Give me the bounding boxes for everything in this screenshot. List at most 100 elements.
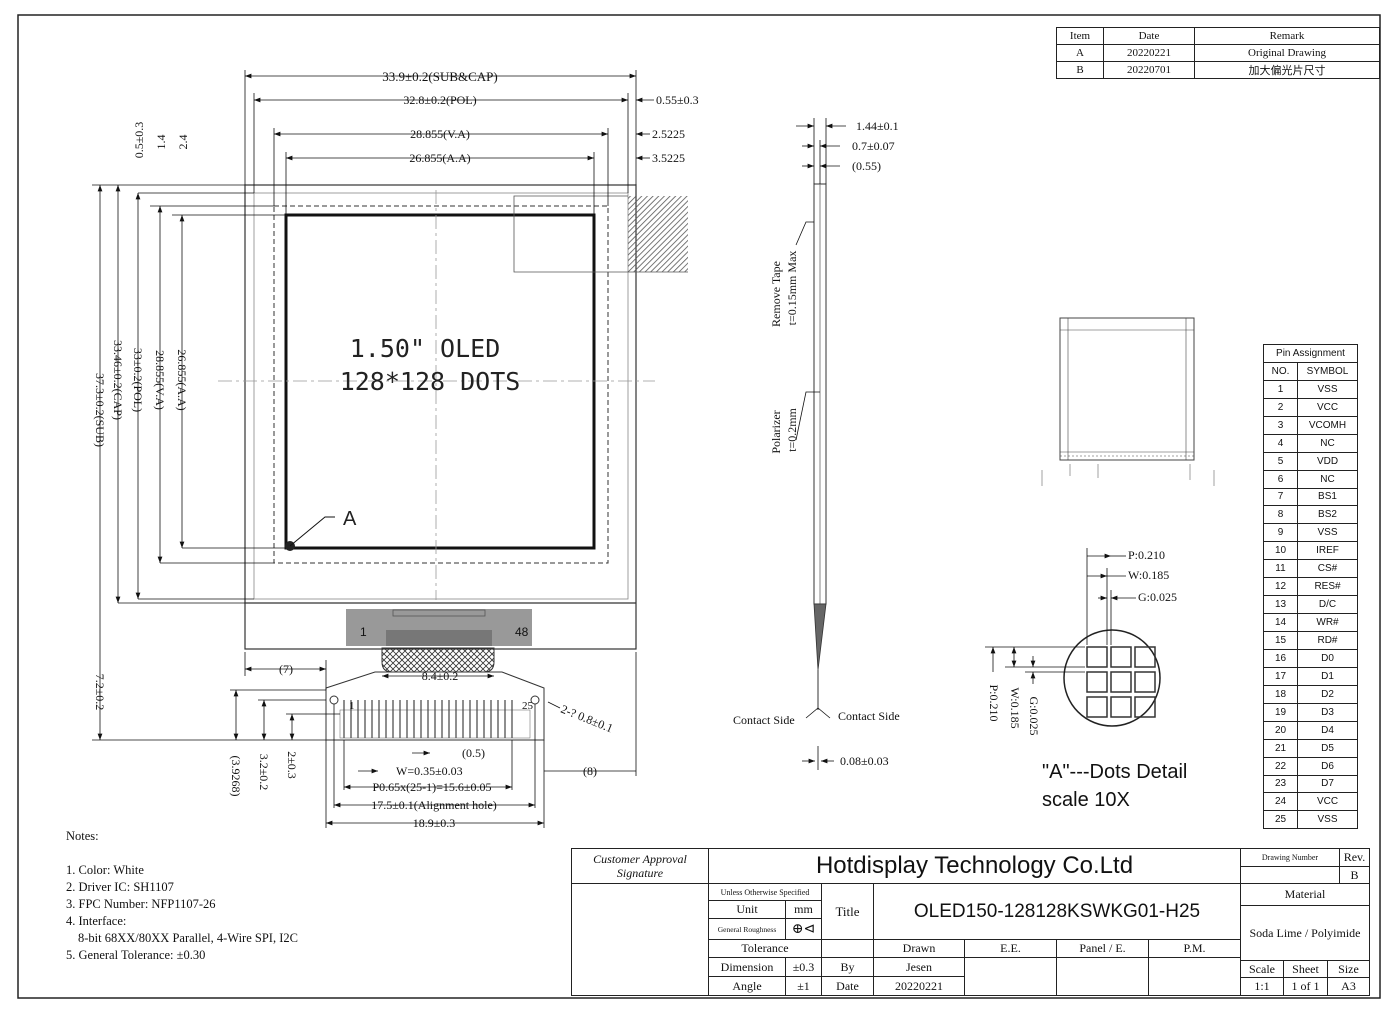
unless-specified: Unless Otherwise Specified bbox=[708, 883, 822, 901]
pin-symbol: D/C bbox=[1297, 595, 1358, 615]
side-remove-tape-t: t=0.15mm Max bbox=[785, 251, 799, 326]
pin-number: 18 bbox=[1263, 684, 1298, 704]
revision-row: B 20220701 加大偏光片尺寸 bbox=[1056, 61, 1380, 79]
dim-fpc-width: 18.9±0.3 bbox=[413, 816, 456, 830]
note-item: 5. General Tolerance: ±0.30 bbox=[66, 948, 206, 962]
pin-symbol: D0 bbox=[1297, 648, 1358, 668]
pm-value bbox=[1148, 957, 1241, 996]
unit-label: Unit bbox=[708, 900, 786, 919]
side-contact-right: Contact Side bbox=[838, 709, 900, 723]
side-view: 1.44±0.1 0.7±0.07 (0.55) Remove Tape t=0… bbox=[733, 118, 900, 770]
angle-value: ±1 bbox=[785, 976, 822, 996]
dim-pol-width: 32.8±0.2(POL) bbox=[403, 93, 476, 107]
dim-top-0-5: 0.5±0.3 bbox=[132, 122, 146, 159]
rev-header-item: Item bbox=[1056, 27, 1104, 45]
marker-label: A bbox=[343, 508, 357, 530]
pin-symbol: D6 bbox=[1297, 756, 1358, 776]
approval-line-2: Signature bbox=[616, 866, 664, 880]
side-t-glass: 0.7±0.07 bbox=[852, 139, 895, 153]
side-fpc-t: 0.08±0.03 bbox=[840, 754, 889, 768]
dim-hole-dia: 2-? 0.8±0.1 bbox=[559, 702, 615, 736]
revision-table: Item Date Remark A 20220221 Original Dra… bbox=[1056, 27, 1380, 79]
ee-value bbox=[964, 957, 1057, 996]
pin-header-symbol: SYMBOL bbox=[1297, 361, 1358, 381]
approval-line-1: Customer Approval bbox=[593, 852, 687, 866]
dimension-label: Dimension bbox=[708, 957, 786, 977]
pin-symbol: D3 bbox=[1297, 702, 1358, 722]
dim-stiffener-width: 8.4±0.2 bbox=[422, 669, 459, 683]
by-value: Jesen bbox=[873, 957, 965, 977]
revision-row: A 20220221 Original Drawing bbox=[1056, 44, 1380, 62]
title-block: Customer Approval Signature Hotdisplay T… bbox=[571, 848, 1370, 996]
pin-number: 3 bbox=[1263, 415, 1298, 435]
pin-symbol: D2 bbox=[1297, 684, 1358, 704]
title-value: OLED150-128128KSWKG01-H25 bbox=[873, 883, 1241, 940]
dots-detail: P:0.210 W:0.185 G:0.025 P:0.210 W:0.185 … bbox=[985, 548, 1187, 811]
pin-number: 16 bbox=[1263, 648, 1298, 668]
note-item: 8-bit 68XX/80XX Parallel, 4-Wire SPI, I2… bbox=[78, 931, 298, 945]
side-polarizer-t: t=0.2mm bbox=[785, 407, 799, 451]
dim-right-8: (8) bbox=[583, 764, 597, 778]
pin-symbol: D5 bbox=[1297, 738, 1358, 758]
drawing-number-label: Drawing Number bbox=[1240, 848, 1340, 867]
dim-align-hole: 17.5±0.1(Alignment hole) bbox=[371, 798, 497, 812]
note-item: 2. Driver IC: SH1107 bbox=[66, 880, 174, 894]
rev-label: Rev. bbox=[1339, 848, 1370, 867]
pin-symbol: BS2 bbox=[1297, 505, 1358, 525]
notes: Notes: 1. Color: White 2. Driver IC: SH1… bbox=[66, 828, 298, 964]
sheet-border bbox=[17, 14, 1381, 999]
side-t-total: 1.44±0.1 bbox=[856, 119, 899, 133]
pm-label: P.M. bbox=[1148, 939, 1241, 958]
notes-heading: Notes: bbox=[66, 829, 99, 843]
dim-sub-height: 37.3±0.2(SUB) bbox=[93, 373, 107, 447]
pin-symbol: NC bbox=[1297, 433, 1358, 453]
dim-va-offset: 2.5225 bbox=[652, 127, 685, 141]
dim-left-3-2: 3.2±0.2 bbox=[257, 754, 271, 791]
general-roughness: General Roughness bbox=[708, 918, 786, 940]
active-area bbox=[284, 213, 596, 550]
dots-g-v: G:0.025 bbox=[1027, 697, 1041, 736]
pin-symbol: BS1 bbox=[1297, 487, 1358, 507]
material-label: Material bbox=[1240, 883, 1370, 906]
pin-number: 23 bbox=[1263, 774, 1298, 794]
signature-cell bbox=[571, 883, 709, 996]
scale-value: 1:1 bbox=[1240, 977, 1284, 996]
fpc-pads bbox=[343, 700, 513, 738]
pin-symbol: VCOMH bbox=[1297, 415, 1358, 435]
remove-tape-tab bbox=[628, 196, 688, 272]
dots-p: P:0.210 bbox=[1128, 548, 1165, 562]
pin-title-row: Pin Assignment bbox=[1263, 344, 1358, 363]
viewing-area bbox=[273, 205, 609, 564]
pin-number: 25 bbox=[1263, 810, 1298, 830]
note-item: 3. FPC Number: NFP1107-26 bbox=[66, 897, 216, 911]
revision-header-row: Item Date Remark bbox=[1056, 27, 1380, 45]
pin-symbol: VSS bbox=[1297, 523, 1358, 543]
scale-label: Scale bbox=[1240, 960, 1284, 978]
pin-symbol: D1 bbox=[1297, 666, 1358, 686]
pin-number: 21 bbox=[1263, 738, 1298, 758]
dim-fpc-offset: (7) bbox=[279, 662, 293, 676]
rev-value: B bbox=[1339, 866, 1370, 884]
rev-header-date: Date bbox=[1103, 27, 1195, 45]
pin-header-no: NO. bbox=[1263, 361, 1298, 381]
side-contact-left: Contact Side bbox=[733, 713, 795, 727]
pin-number: 17 bbox=[1263, 666, 1298, 686]
polarizer-outline bbox=[253, 192, 629, 600]
pin-symbol: VCC bbox=[1297, 397, 1358, 417]
date-label: Date bbox=[821, 976, 874, 996]
pin-number: 4 bbox=[1263, 433, 1298, 453]
dim-pad-gap: (0.5) bbox=[462, 746, 485, 760]
pin-symbol: VSS bbox=[1297, 379, 1358, 399]
